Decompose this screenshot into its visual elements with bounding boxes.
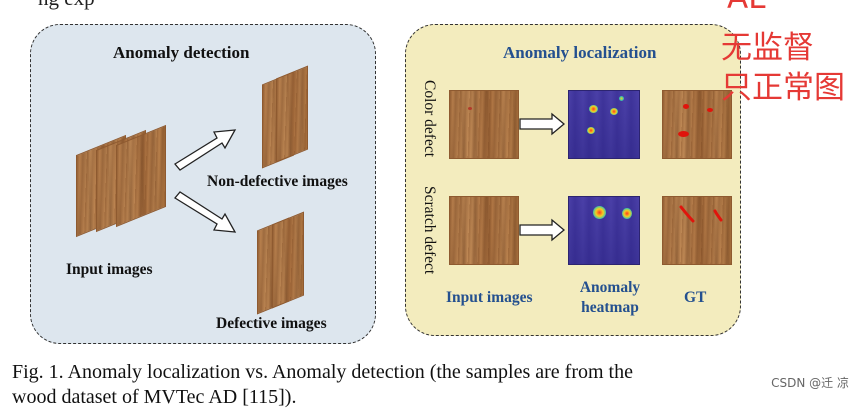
row1-arrow-icon: [519, 112, 566, 136]
scratch-defect-label: Scratch defect: [421, 186, 438, 275]
scratch-defect-heatmap: [568, 196, 640, 265]
input-images-label: Input images: [66, 261, 153, 278]
anomaly-localization-panel: [405, 24, 741, 336]
annotation-unsupervised: 无监督: [721, 30, 814, 66]
gt-mark-1: [683, 104, 689, 109]
anomaly-detection-title: Anomaly detection: [113, 43, 250, 62]
csdn-watermark: CSDN @迁 凉: [771, 376, 849, 390]
heat-spot-1: [589, 105, 598, 113]
annotation-al: AL: [727, 0, 765, 16]
anomaly-heatmap-label-line2: heatmap: [581, 299, 639, 316]
color-defect-input-image: [449, 90, 519, 159]
arrow-down-right-icon: [174, 191, 237, 233]
color-spot: [468, 107, 472, 110]
nondefective-images-label: Non-defective images: [207, 173, 348, 190]
annotation-normal-only: 只正常图: [721, 70, 845, 106]
defective-images-label: Defective images: [216, 315, 327, 332]
nondefective-image-2: [276, 65, 308, 163]
gt-mark-3: [678, 131, 689, 137]
row2-arrow-icon: [519, 218, 566, 242]
input-images-column-label: Input images: [446, 289, 533, 306]
figure-caption-line1: Fig. 1. Anomaly localization vs. Anomaly…: [12, 361, 633, 383]
heat-spot-5: [593, 206, 606, 219]
anomaly-localization-title: Anomaly localization: [503, 43, 657, 62]
gt-scratch-marks: [679, 205, 723, 223]
heat-spot-3: [587, 127, 595, 134]
gt-column-label: GT: [684, 289, 707, 306]
heat-spot-2: [610, 108, 618, 115]
arrow-up-right-icon: [174, 129, 237, 171]
color-defect-label: Color defect: [421, 80, 438, 158]
color-defect-heatmap: [568, 90, 640, 159]
scratch-defect-ground-truth: [662, 196, 732, 265]
heat-spot-6: [622, 208, 632, 219]
detection-arrows: [174, 129, 237, 233]
top-partial-text: ng exp: [38, 0, 95, 11]
figure-caption-line2: wood dataset of MVTec AD [115]).: [12, 386, 297, 408]
scratch-defect-input-image: [449, 196, 519, 265]
color-defect-ground-truth: [662, 90, 732, 159]
anomaly-heatmap-column-label: Anomaly heatmap: [570, 278, 650, 318]
anomaly-heatmap-label-line1: Anomaly: [579, 279, 641, 296]
heat-spot-4: [619, 96, 624, 101]
defective-image-2: [272, 211, 304, 309]
gt-mark-2: [707, 108, 713, 112]
